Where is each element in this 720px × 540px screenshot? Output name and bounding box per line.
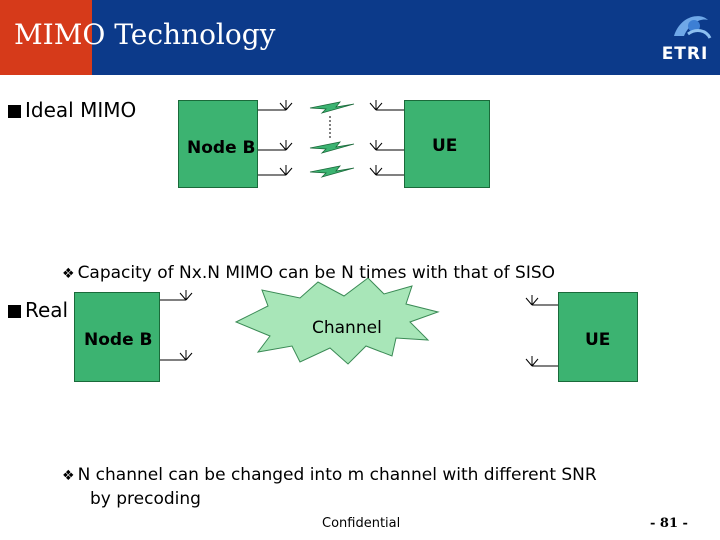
antenna-icon bbox=[160, 350, 193, 361]
diamond-bullet-icon: ❖ bbox=[62, 266, 75, 282]
checkbox-bullet-icon bbox=[8, 105, 21, 118]
footer-confidential: Confidential bbox=[322, 516, 401, 531]
real-ue-label: UE bbox=[585, 330, 611, 350]
antenna-icon bbox=[369, 165, 404, 176]
antenna-icon bbox=[160, 290, 193, 301]
real-node-b-box bbox=[74, 292, 160, 382]
lightning-icon bbox=[309, 165, 355, 178]
ideal-node-b-label: Node B bbox=[187, 138, 256, 158]
ideal-note-text: Capacity of Nx.N MIMO can be N times wit… bbox=[77, 263, 556, 283]
lightning-icon bbox=[309, 141, 355, 154]
real-ue-box bbox=[558, 292, 638, 382]
ideal-node-b-box bbox=[178, 100, 258, 188]
antenna-icon bbox=[525, 295, 558, 306]
etri-logo-icon bbox=[674, 16, 712, 39]
real-note-line2: by precoding bbox=[90, 489, 201, 509]
antenna-icon bbox=[369, 140, 404, 151]
real-note: ❖N channel can be changed into m channel… bbox=[62, 465, 597, 485]
ideal-ue-box bbox=[404, 100, 490, 188]
page-number: - 81 - bbox=[650, 516, 688, 531]
antenna-icon bbox=[258, 165, 293, 176]
checkbox-bullet-icon bbox=[8, 305, 21, 318]
antenna-icon bbox=[258, 140, 293, 151]
diamond-bullet-icon: ❖ bbox=[62, 468, 75, 484]
channel-label: Channel bbox=[312, 318, 382, 338]
antenna-icon bbox=[369, 100, 404, 111]
ideal-ue-label: UE bbox=[432, 136, 458, 156]
ideal-bullet: Ideal MIMO bbox=[8, 98, 136, 122]
channel-burst-shape bbox=[234, 277, 440, 365]
etri-logo-text: ETRI bbox=[661, 44, 709, 64]
antenna-icon bbox=[258, 100, 293, 111]
real-node-b-label: Node B bbox=[84, 330, 153, 350]
real-note-line1: N channel can be changed into m channel … bbox=[77, 465, 597, 485]
antenna-icon bbox=[525, 356, 558, 367]
ideal-note: ❖Capacity of Nx.N MIMO can be N times wi… bbox=[62, 263, 555, 283]
header-bar bbox=[0, 0, 720, 75]
header-accent bbox=[0, 0, 92, 75]
lightning-icon bbox=[309, 101, 355, 114]
ideal-heading: Ideal MIMO bbox=[25, 98, 137, 122]
slide-title: MIMO Technology bbox=[14, 18, 276, 51]
